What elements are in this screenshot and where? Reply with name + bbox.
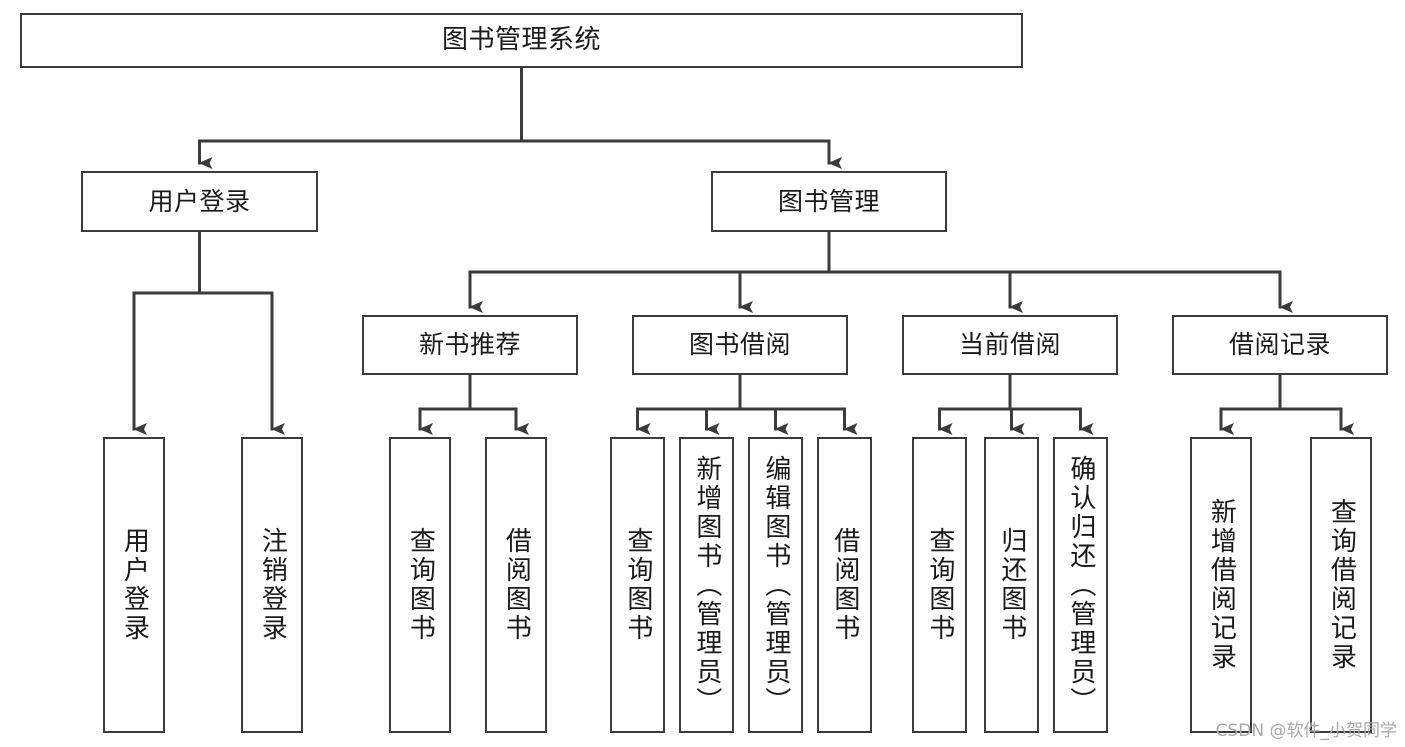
leaf-logout[interactable]: 注销登录 bbox=[241, 437, 303, 733]
node-label: 确认归还（管理员） bbox=[1065, 454, 1096, 716]
leaf-confirm-return-admin[interactable]: 确认归还（管理员） bbox=[1053, 437, 1108, 733]
node-label: 查询图书 bbox=[622, 527, 653, 643]
leaf-add-borrow-record[interactable]: 新增借阅记录 bbox=[1190, 437, 1252, 733]
node-label: 新书推荐 bbox=[418, 330, 521, 360]
node-label: 图书借阅 bbox=[688, 330, 791, 360]
leaf-query-books-current[interactable]: 查询图书 bbox=[912, 437, 967, 733]
leaf-query-borrow-record[interactable]: 查询借阅记录 bbox=[1310, 437, 1372, 733]
node-label: 当前借阅 bbox=[958, 330, 1061, 360]
node-label: 查询图书 bbox=[405, 527, 436, 643]
leaf-query-books-borrow[interactable]: 查询图书 bbox=[610, 437, 665, 733]
node-borrow-records[interactable]: 借阅记录 bbox=[1172, 315, 1388, 375]
leaf-query-books-recommend[interactable]: 查询图书 bbox=[389, 437, 451, 733]
node-label: 查询图书 bbox=[924, 527, 955, 643]
leaf-user-login[interactable]: 用户登录 bbox=[103, 437, 165, 733]
node-label: 注销登录 bbox=[257, 527, 288, 643]
leaf-borrow-books-recommend[interactable]: 借阅图书 bbox=[485, 437, 547, 733]
node-label: 新增借阅记录 bbox=[1206, 498, 1237, 672]
node-label: 用户登录 bbox=[119, 527, 150, 643]
node-label: 用户登录 bbox=[148, 186, 251, 216]
node-label: 借阅图书 bbox=[501, 527, 532, 643]
node-label: 编辑图书（管理员） bbox=[760, 454, 791, 716]
node-current-borrowing[interactable]: 当前借阅 bbox=[902, 315, 1118, 375]
leaf-return-books[interactable]: 归还图书 bbox=[984, 437, 1039, 733]
node-book-borrowing[interactable]: 图书借阅 bbox=[632, 315, 848, 375]
node-label: 图书管理 bbox=[777, 186, 880, 216]
node-book-management[interactable]: 图书管理 bbox=[711, 171, 947, 232]
node-new-book-recommendation[interactable]: 新书推荐 bbox=[362, 315, 578, 375]
node-label: 借阅记录 bbox=[1228, 330, 1331, 360]
node-label: 新增图书（管理员） bbox=[691, 454, 722, 716]
node-label: 归还图书 bbox=[996, 527, 1027, 643]
node-label: 查询借阅记录 bbox=[1326, 498, 1357, 672]
leaf-borrow-books[interactable]: 借阅图书 bbox=[817, 437, 872, 733]
node-label: 图书管理系统 bbox=[441, 25, 601, 56]
node-user-login[interactable]: 用户登录 bbox=[81, 171, 318, 232]
node-root-system[interactable]: 图书管理系统 bbox=[20, 13, 1023, 68]
node-label: 借阅图书 bbox=[829, 527, 860, 643]
leaf-edit-book-admin[interactable]: 编辑图书（管理员） bbox=[748, 437, 803, 733]
leaf-add-book-admin[interactable]: 新增图书（管理员） bbox=[679, 437, 734, 733]
